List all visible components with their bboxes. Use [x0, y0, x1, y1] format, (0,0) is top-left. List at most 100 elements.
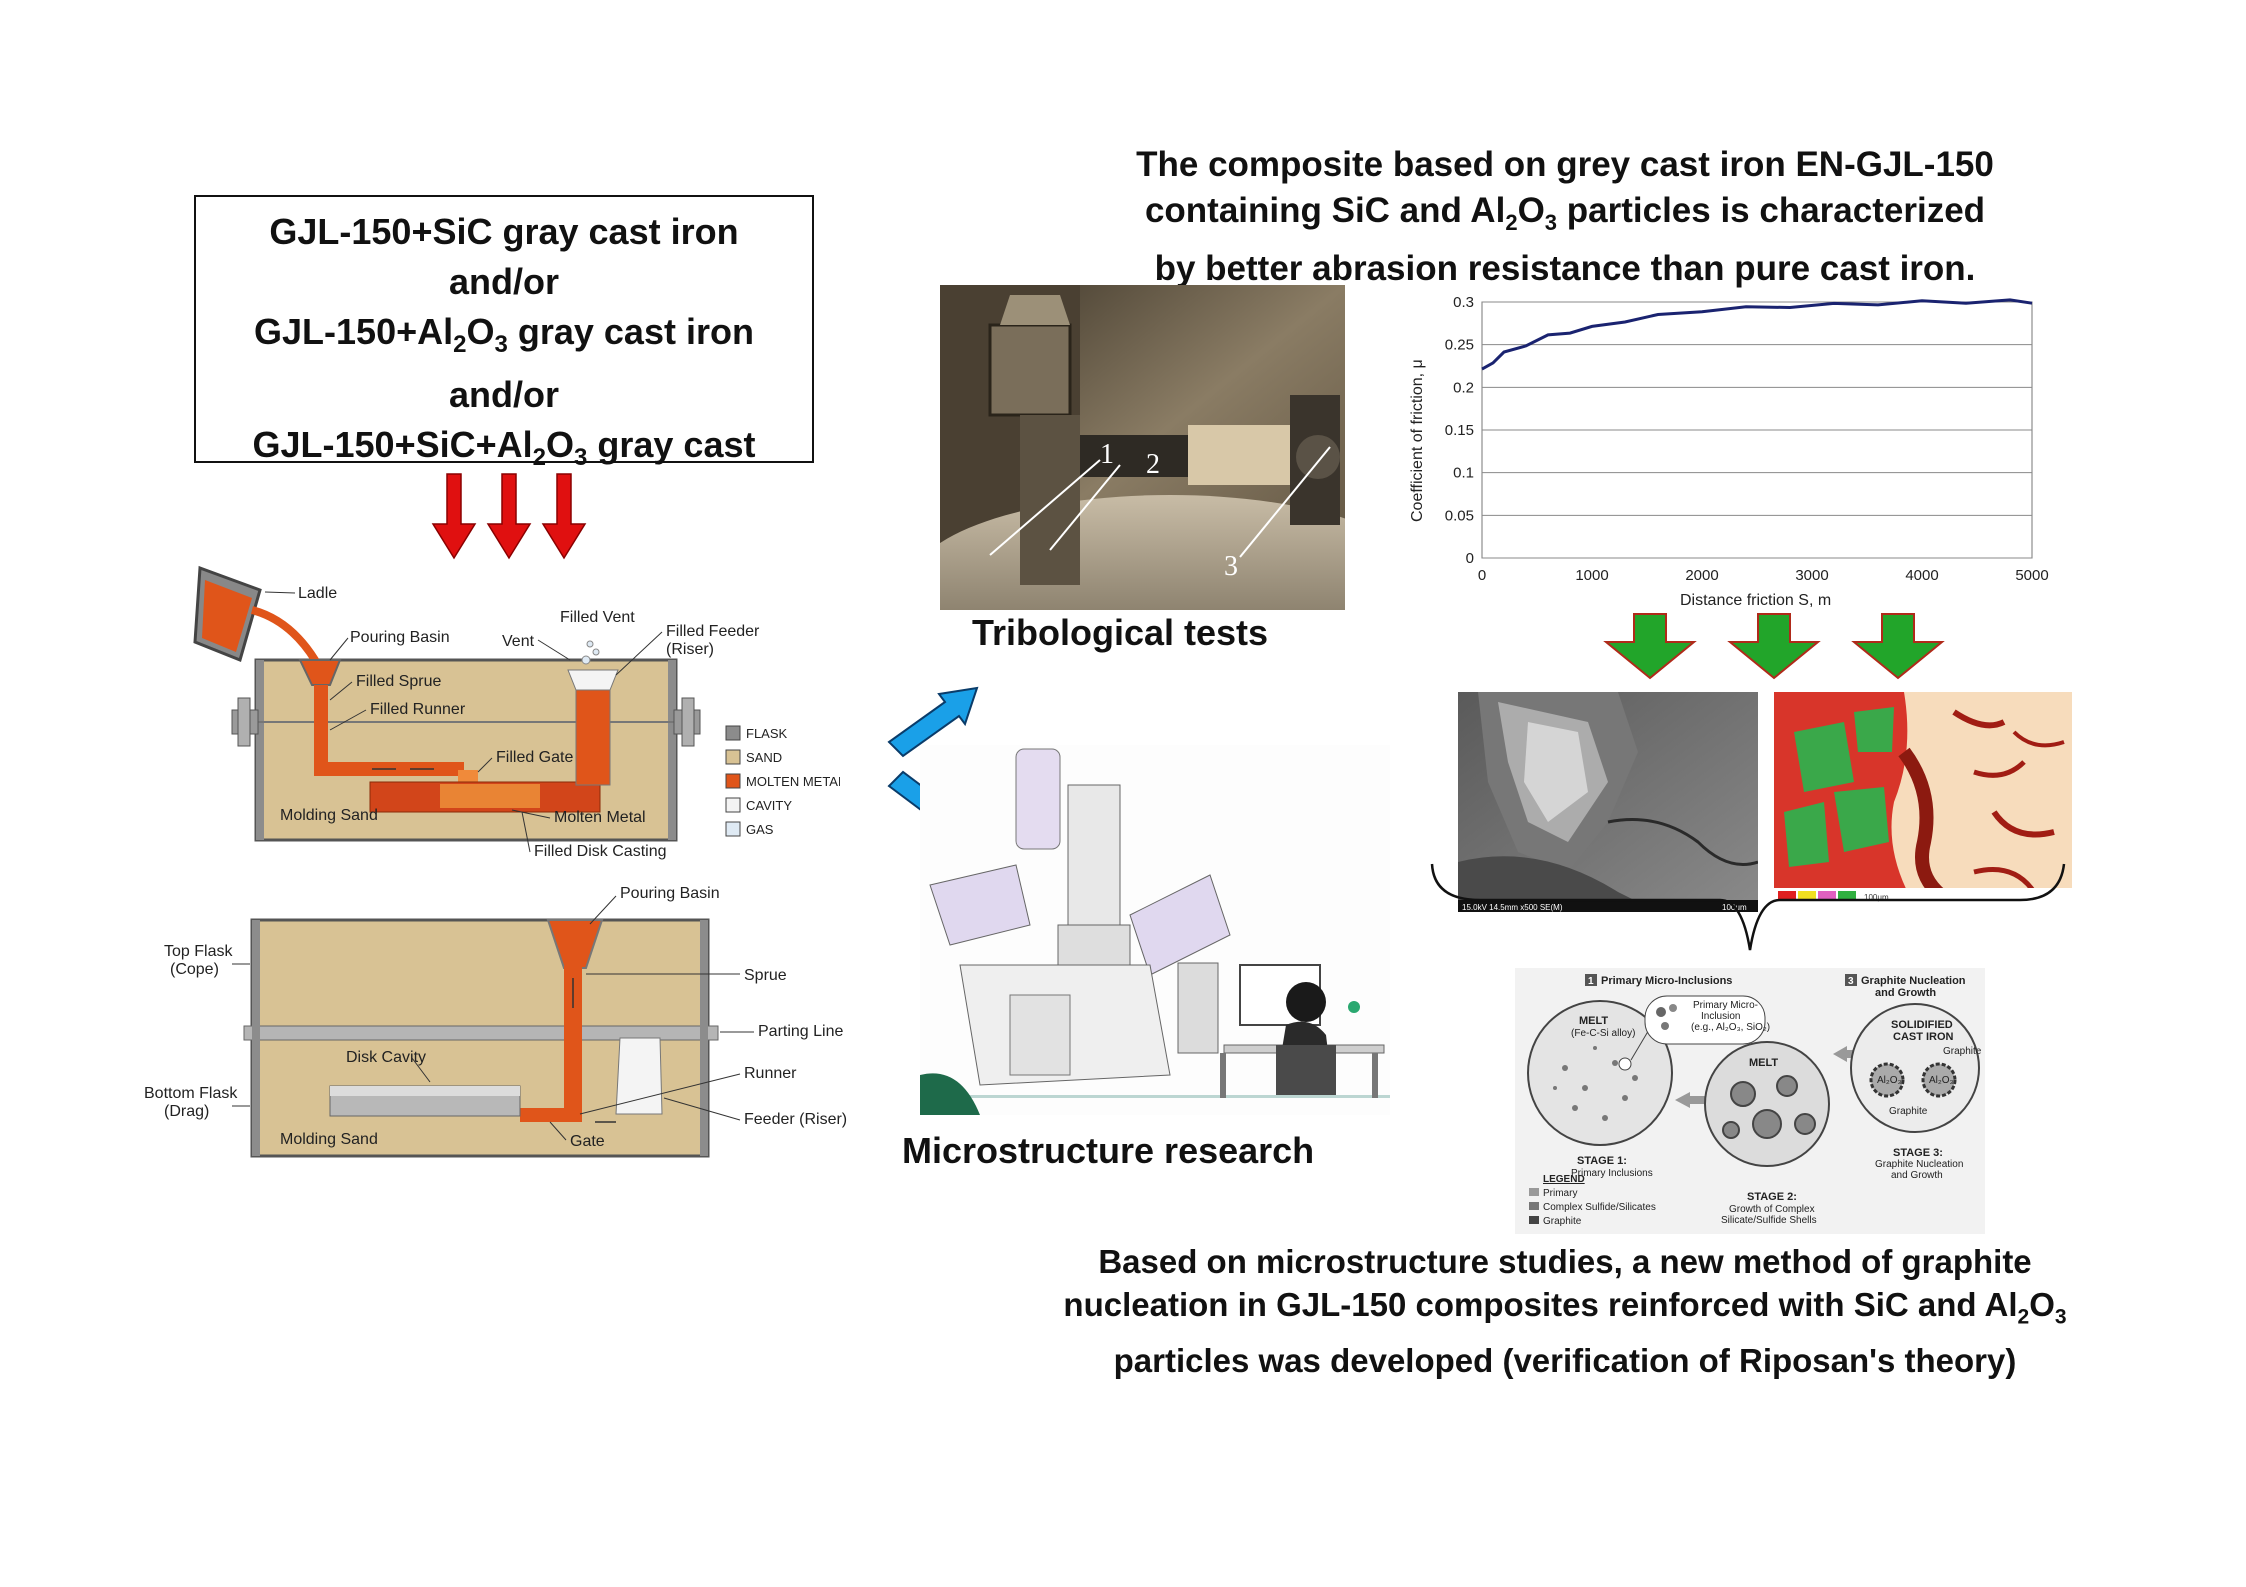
svg-text:MELT: MELT: [1749, 1057, 1778, 1069]
graphite-nucleation-diagram: 1 Primary Micro-Inclusions MELT (Fe-C-Si…: [1515, 968, 1985, 1234]
casting-diagram-pouring: Ladle Pouring Basin Vent Filled Vent Fil…: [193, 565, 840, 860]
and-or-text-1: and/or: [448, 261, 559, 302]
label-gate: Gate: [570, 1133, 605, 1150]
chart-xtick-5: 5000: [2015, 567, 2048, 584]
svg-text:STAGE 2:: STAGE 2:: [1747, 1191, 1797, 1203]
svg-text:Primary: Primary: [1543, 1188, 1577, 1199]
svg-text:STAGE 1:: STAGE 1:: [1577, 1155, 1627, 1167]
chart-ytick-1: 0.05: [1445, 507, 1474, 524]
legend-swatch-gas: [725, 821, 741, 837]
caption-tribological-tests: Tribological tests: [972, 612, 1269, 653]
svg-text:Complex Sulfide/Silicates: Complex Sulfide/Silicates: [1543, 1202, 1656, 1213]
headline-abrasion-resistance: The composite based on grey cast iron EN…: [1136, 145, 1994, 288]
label-filled-disk-casting: Filled Disk Casting: [534, 843, 666, 860]
chart-ytick-4: 0.2: [1453, 379, 1474, 396]
svg-text:Graphite: Graphite: [1943, 1046, 1982, 1057]
composite-materials-box: GJL-150+SiC gray cast iron and/or GJL-15…: [194, 195, 814, 471]
chart-x-axis-label: Distance friction S, m: [1680, 592, 1831, 609]
svg-text:Al₂O₃: Al₂O₃: [1929, 1075, 1954, 1086]
legend-cavity: CAVITY: [746, 798, 792, 813]
chart-ytick-5: 0.25: [1445, 337, 1474, 354]
casting-legend: FLASK SAND MOLTEN METAL CAVITY GAS: [725, 725, 840, 837]
chart-xtick-1: 1000: [1575, 567, 1608, 584]
casting-diagram-mold-section: Pouring Basin Top Flask (Cope) Sprue Par…: [144, 885, 847, 1158]
label-ladle: Ladle: [298, 585, 337, 602]
legend-swatch-flask: [725, 725, 741, 741]
label-sprue: Sprue: [744, 967, 787, 984]
legend-flask: FLASK: [746, 726, 788, 741]
label-filled-gate: Filled Gate: [496, 749, 573, 766]
svg-text:Inclusion: Inclusion: [1701, 1011, 1740, 1022]
green-arrow-2: [1727, 613, 1821, 680]
svg-text:and Growth: and Growth: [1875, 987, 1936, 999]
label-molding-sand: Molding Sand: [280, 807, 378, 824]
red-arrow-3: [541, 473, 587, 560]
headline-graphite-nucleation: Based on microstructure studies, a new m…: [1063, 1243, 2067, 1379]
curly-brace: [1430, 863, 2066, 951]
svg-text:LEGEND: LEGEND: [1543, 1174, 1585, 1185]
label-drag: (Drag): [164, 1103, 209, 1120]
chart-ytick-6: 0.3: [1453, 294, 1474, 311]
svg-text:STAGE 3:: STAGE 3:: [1893, 1147, 1943, 1159]
sem-left-caption: 15.0kV 14.5mm x500 SE(M): [1462, 903, 1563, 912]
label-top-flask: Top Flask: [164, 943, 233, 960]
legend-gas: GAS: [746, 822, 774, 837]
chart-xtick-2: 2000: [1685, 567, 1718, 584]
chart-xtick-3: 3000: [1795, 567, 1828, 584]
chart-ytick-2: 0.1: [1453, 465, 1474, 482]
label-riser: (Riser): [666, 641, 714, 658]
logo-corner-icon: [920, 1073, 980, 1115]
svg-text:and Growth: and Growth: [1891, 1170, 1943, 1181]
chart-ytick-0: 0: [1466, 550, 1474, 567]
material-line-al2o3: GJL-150+Al2O3 gray cast iron: [254, 311, 754, 359]
chart-ytick-3: 0.15: [1445, 422, 1474, 439]
label-pouring-basin-2: Pouring Basin: [620, 885, 720, 902]
red-arrow-1: [431, 473, 477, 560]
legend-swatch-molten-metal: [725, 773, 741, 789]
green-arrow-3: [1851, 613, 1945, 680]
friction-series-line: [1481, 298, 2033, 371]
chart-xtick-0: 0: [1478, 567, 1486, 584]
svg-text:Growth of Complex: Growth of Complex: [1729, 1204, 1815, 1215]
svg-text:CAST IRON: CAST IRON: [1893, 1031, 1954, 1043]
svg-text:Primary Inclusions: Primary Inclusions: [1571, 1168, 1653, 1179]
sem-micrograph-grey: 15.0kV 14.5mm x500 SE(M) 100μm: [1458, 692, 1758, 912]
label-filled-feeder: Filled Feeder: [666, 623, 760, 640]
red-arrow-2: [486, 473, 532, 560]
svg-text:SOLIDIFIED: SOLIDIFIED: [1891, 1019, 1953, 1031]
red-down-arrows: [431, 473, 587, 560]
svg-text:Silicate/Sulfide Shells: Silicate/Sulfide Shells: [1721, 1215, 1817, 1226]
svg-text:(e.g., Al₂O₃, SiO₂): (e.g., Al₂O₃, SiO₂): [1691, 1022, 1770, 1033]
blue-arrow-up: [887, 686, 979, 758]
svg-text:MELT: MELT: [1579, 1015, 1608, 1027]
nucleation-title-1: Primary Micro-Inclusions: [1601, 975, 1732, 987]
label-feeder: Feeder (Riser): [744, 1111, 847, 1128]
label-molten-metal: Molten Metal: [554, 809, 646, 826]
sem-right-scale: 100μm: [1864, 893, 1889, 902]
green-arrow-1: [1603, 613, 1697, 680]
tribometer-label-3: 3: [1224, 551, 1238, 582]
tribometer-label-1: 1: [1100, 439, 1114, 470]
tribometer-label-2: 2: [1146, 449, 1160, 480]
label-bottom-flask: Bottom Flask: [144, 1085, 238, 1102]
legend-sand: SAND: [746, 750, 782, 765]
svg-text:Primary Micro-: Primary Micro-: [1693, 1000, 1758, 1011]
label-runner: Runner: [744, 1065, 797, 1082]
label-pouring-basin: Pouring Basin: [350, 629, 450, 646]
legend-swatch-cavity: [725, 797, 741, 813]
nucleation-title-3: Graphite Nucleation: [1861, 975, 1966, 987]
ladle-icon: [193, 565, 319, 680]
green-down-arrows: [1603, 613, 1945, 680]
tribometer-photo: 1 2 3: [940, 285, 1345, 610]
material-line-sic-al2o3: GJL-150+SiC+Al2O3 gray cast: [252, 424, 756, 472]
svg-text:3: 3: [1848, 976, 1854, 987]
legend-molten-metal: MOLTEN METAL: [746, 774, 840, 789]
svg-text:Graphite: Graphite: [1543, 1216, 1582, 1227]
svg-text:Graphite: Graphite: [1889, 1106, 1928, 1117]
label-filled-sprue: Filled Sprue: [356, 673, 441, 690]
chart-y-axis-label: Coefficient of friction, μ: [1409, 359, 1426, 522]
label-filled-runner: Filled Runner: [370, 701, 466, 718]
sem-eds-map: 100μm: [1774, 692, 2072, 904]
sem-microscope-illustration: [920, 745, 1390, 1115]
